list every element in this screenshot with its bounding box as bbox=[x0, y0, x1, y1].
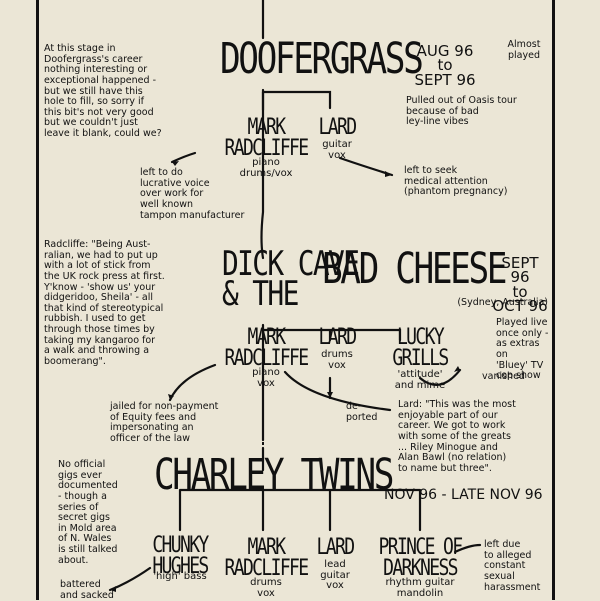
stage1-dates: AUG 96 to SEPT 96 bbox=[414, 42, 476, 89]
stage1-left-note: At this stage in Doofergrass's career no… bbox=[44, 43, 162, 139]
stage1-band-name: DOOFERGRASS bbox=[220, 34, 424, 84]
stage3-left-note: No official gigs ever documented - thoug… bbox=[58, 459, 118, 566]
stage2-exit-lucky-grills: vanished bbox=[482, 371, 525, 382]
stage1-role-lard: guitar vox bbox=[322, 139, 352, 161]
stage3-role-radcliffe: drums vox bbox=[250, 577, 282, 599]
stage2-exit-radcliffe: jailed for non-payment of Equity fees an… bbox=[110, 401, 219, 444]
stage3-role-prince-of-darkness: rhythm guitar mandolin bbox=[385, 577, 455, 599]
stage2-member-lucky-grills: LUCKY GRILLS bbox=[392, 325, 449, 371]
stage3-exit-prince-of-darkness: left due to alleged constant sexual hara… bbox=[484, 539, 541, 593]
stage2-role-lard: drums vox bbox=[321, 349, 353, 371]
stage2-dates: SEPT 96 to OCT 96 bbox=[492, 254, 548, 315]
stage2-left-note: Radcliffe: "Being Aust- ralian, we had t… bbox=[44, 239, 165, 367]
stage3-member-chunky-hughes: CHUNKY HUGHES bbox=[152, 533, 209, 579]
stage2-right-note: Played live once only - as extras on 'Bl… bbox=[496, 317, 549, 382]
stage3-role-chunky-hughes: 'high' bass bbox=[153, 571, 207, 582]
stage2-band-line3: BAD CHEESE bbox=[322, 244, 508, 294]
stage3-member-lard: LARD bbox=[316, 535, 356, 560]
stage2-member-lard: LARD bbox=[318, 325, 358, 350]
left-border-rule bbox=[36, 0, 39, 600]
stage2-role-lucky-grills: 'attitude' and mime bbox=[394, 369, 446, 391]
stage1-exit-radcliffe: left to do lucrative voice over work for… bbox=[140, 167, 245, 221]
stage2-member-radcliffe: MARK RADCLIFFE bbox=[224, 325, 310, 371]
stage2-exit-lard: de- ported bbox=[346, 401, 378, 423]
stage1-member-lard: LARD bbox=[318, 115, 358, 140]
stage2-lard-quote: Lard: "This was the most enjoyable part … bbox=[398, 399, 516, 474]
stage3-role-lard: lead guitar vox bbox=[320, 559, 350, 591]
stage3-member-radcliffe: MARK RADCLIFFE bbox=[224, 535, 310, 581]
stage3-dates: NOV 96 - LATE NOV 96 bbox=[384, 487, 543, 503]
stage1-mid-note: Pulled out of Oasis tour because of bad … bbox=[406, 95, 517, 128]
stage3-exit-chunky-hughes: battered and sacked bbox=[60, 579, 114, 601]
stage2-band-line2: & THE bbox=[222, 274, 299, 314]
right-border-rule bbox=[552, 0, 555, 600]
stage1-role-radcliffe: piano drums/vox bbox=[239, 157, 293, 179]
stage2-location: (Sydney, Australia) bbox=[457, 297, 548, 308]
stage1-exit-lard: left to seek medical attention (phantom … bbox=[404, 165, 508, 198]
stage2-role-radcliffe: piano vox bbox=[252, 367, 280, 389]
stage1-member-radcliffe: MARK RADCLIFFE bbox=[224, 115, 310, 161]
stage3-band-name: CHARLEY TWINS bbox=[154, 450, 394, 500]
stage3-member-prince-of-darkness: PRINCE OF DARKNESS bbox=[378, 535, 464, 581]
stage1-right-note: Almost played bbox=[507, 39, 541, 61]
stage2-band-line1: DICK CAVE bbox=[222, 244, 360, 284]
